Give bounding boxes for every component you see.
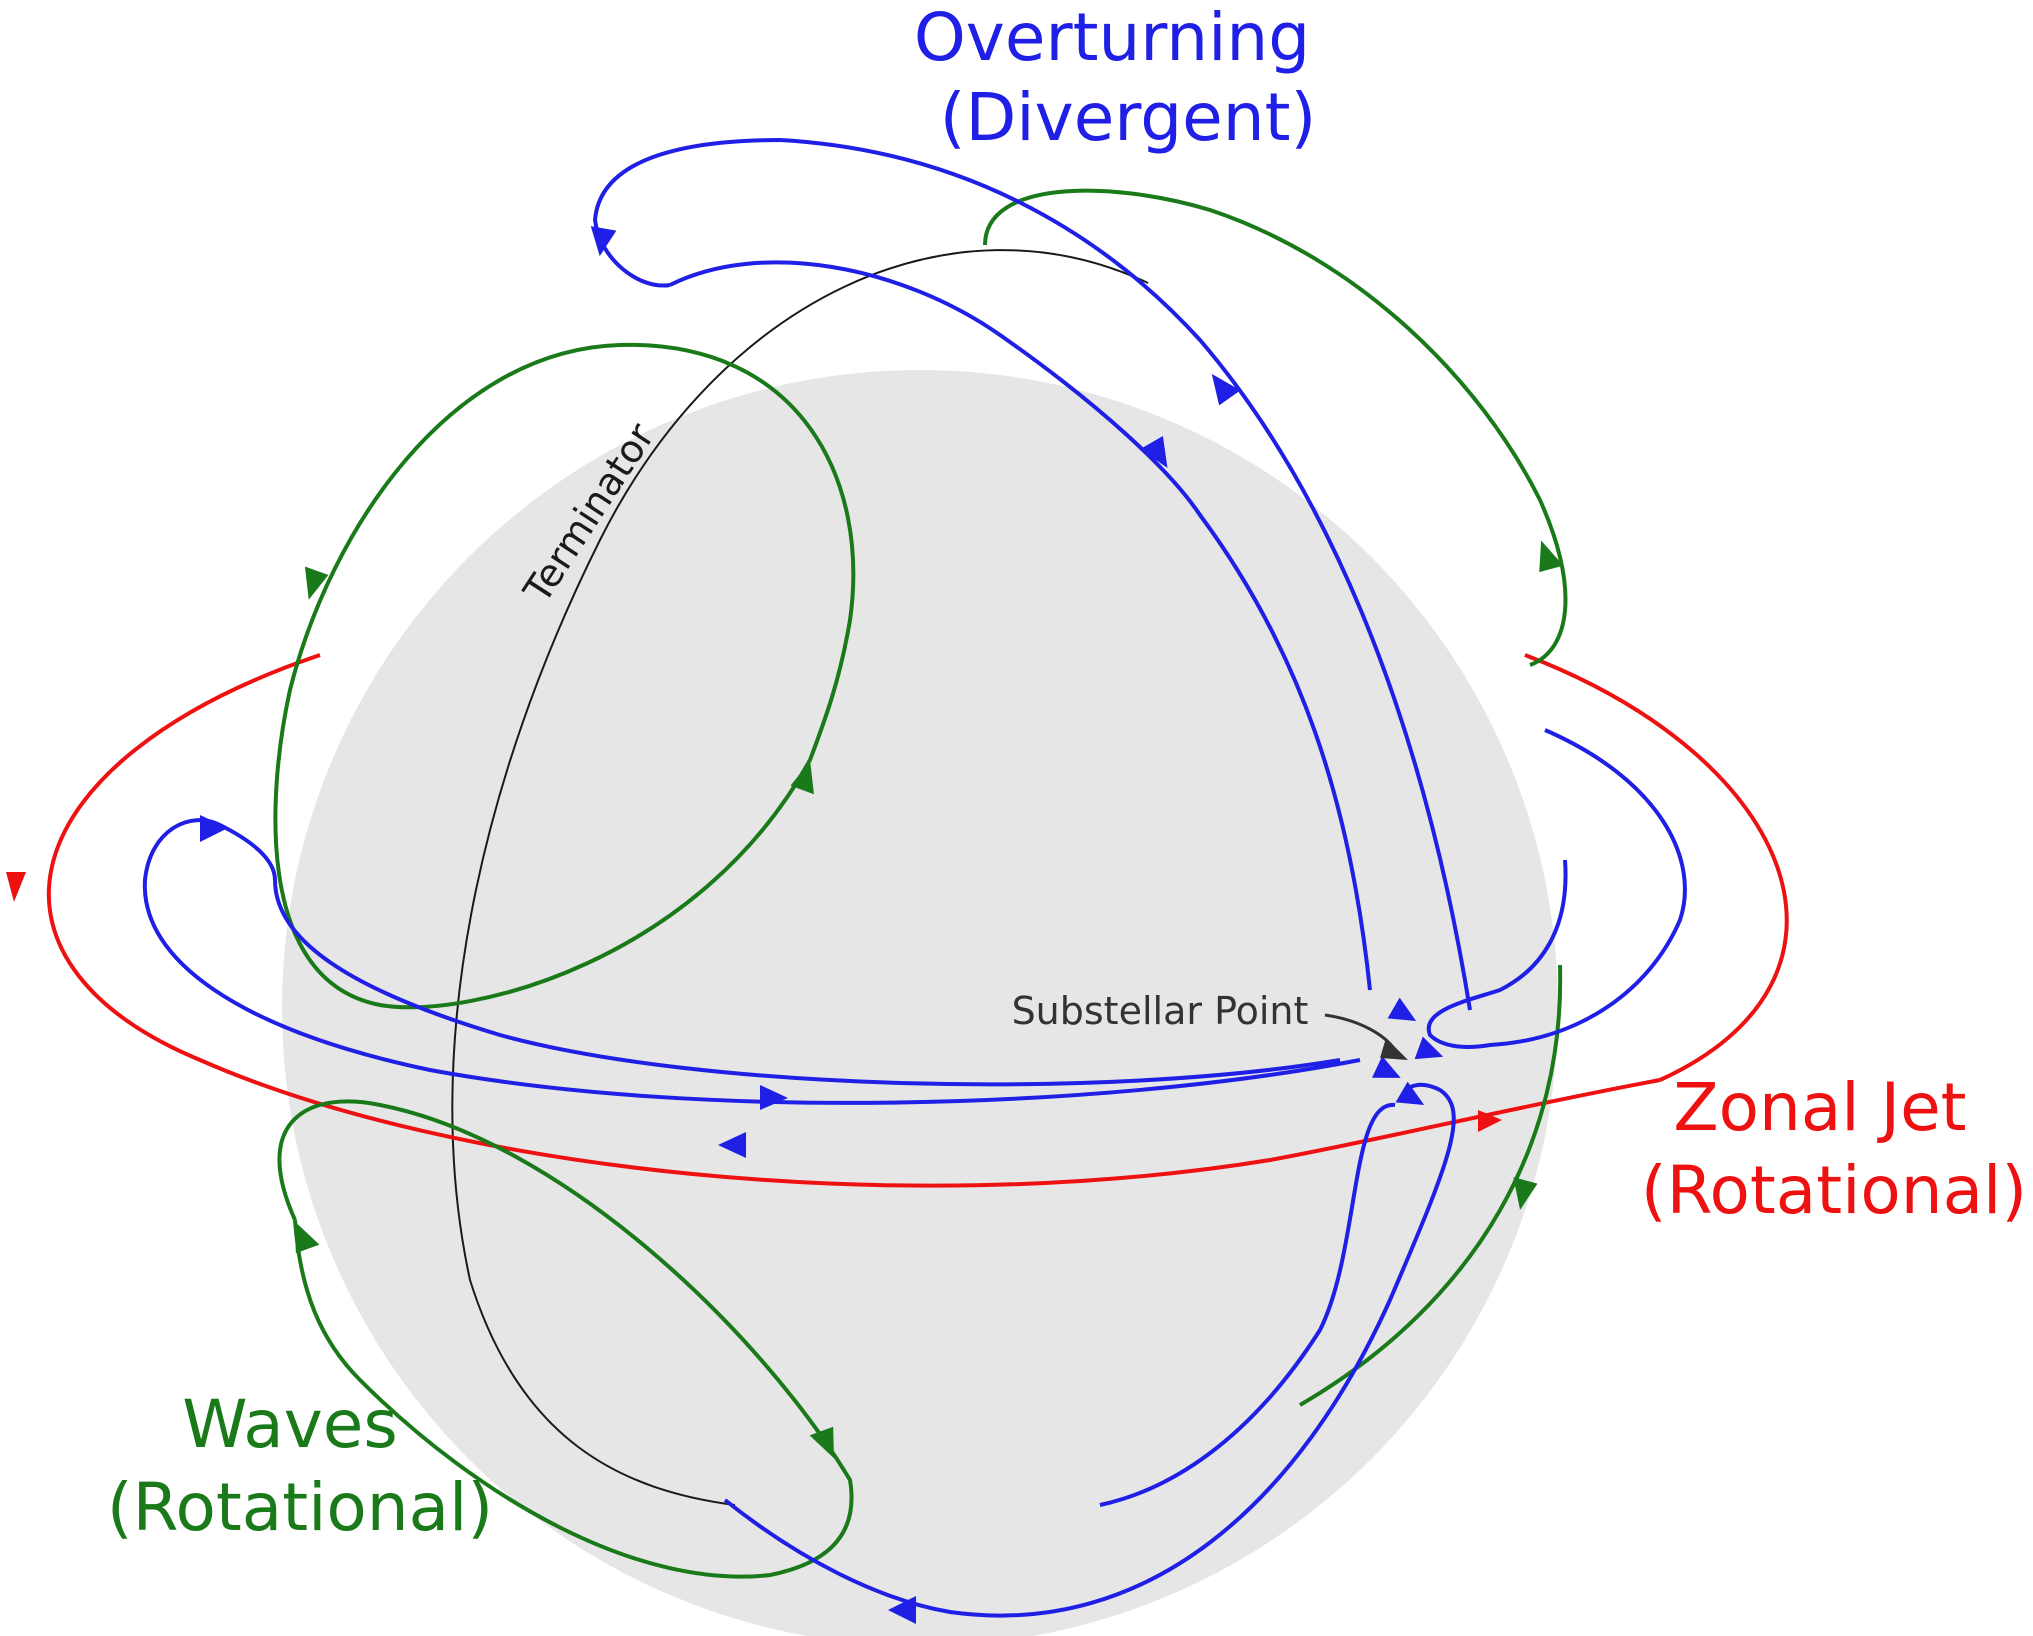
overturning [142, 137, 1687, 1624]
overturning-arrowhead [760, 1085, 788, 1110]
substellar-point-label: Substellar Point [1012, 989, 1309, 1033]
substellar-pointer-head [1380, 1038, 1408, 1060]
overturning-bottom-loop [1099, 1102, 1396, 1507]
zonal-jet [6, 653, 1789, 1188]
wave-right-lower-arc [1298, 964, 1563, 1407]
overturning-arrowhead [1372, 1056, 1401, 1078]
overturning-label-line1: Overturning [914, 0, 1310, 76]
zonal-jet-front [46, 653, 1661, 1188]
wave-upper-right-loop [983, 188, 1568, 667]
overturning-right-loop [1426, 728, 1687, 1049]
overturning-bottom-outer [723, 1082, 1456, 1618]
waves [273, 188, 1568, 1579]
wave-arrowhead [790, 760, 814, 795]
waves-label-line2: (Rotational) [107, 1469, 493, 1546]
overturning-label-line2: (Divergent) [940, 79, 1317, 156]
wave-lower-left-loop [277, 1099, 854, 1579]
overturning-arrowhead [590, 226, 617, 257]
wave-arrowhead [809, 1426, 835, 1459]
wave-arrowhead [1539, 540, 1564, 573]
wave-upper-left-loop [273, 342, 856, 1010]
overturning-arrowhead [1414, 1036, 1444, 1060]
wave-arrowhead [304, 566, 329, 600]
waves-label-line1: Waves [182, 1386, 398, 1463]
wave-arrowhead [1513, 1177, 1538, 1211]
overturning-arrowhead [200, 815, 228, 842]
zonal-jet-label-line2: (Rotational) [1641, 1152, 2027, 1229]
zonal-arrowhead-left [6, 872, 26, 902]
overturning-arrowhead [888, 1596, 916, 1624]
overturning-arrowhead [1395, 1081, 1425, 1105]
overturning-top-loop [592, 137, 1472, 1011]
zonal-jet-back [1524, 653, 1789, 1082]
planet-sphere [282, 370, 1558, 1636]
overturning-arrowhead [1387, 997, 1417, 1021]
zonal-arrowhead-right [1478, 1110, 1502, 1132]
overturning-arrowhead [1211, 373, 1241, 406]
overturning-arrowhead [1140, 436, 1168, 468]
overturning-arrowhead [718, 1132, 746, 1158]
wave-arrowhead [294, 1221, 320, 1254]
zonal-jet-label-line1: Zonal Jet [1673, 1069, 1966, 1146]
